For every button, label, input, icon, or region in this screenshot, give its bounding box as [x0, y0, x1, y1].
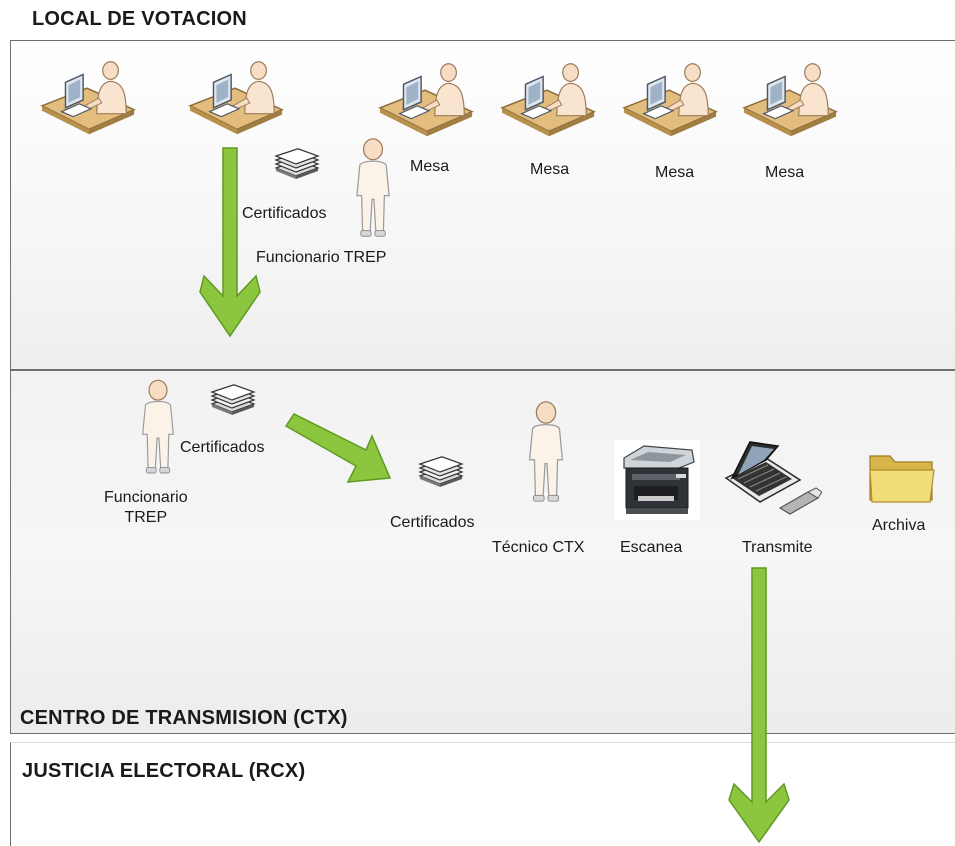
funcionario-trep-label: Funcionario TREP [256, 249, 387, 266]
certificados-label: Certificados [242, 205, 327, 222]
green-arrow-icon [198, 146, 262, 342]
mesa-label: Mesa [410, 158, 450, 175]
tecnico-ctx-label: Técnico CTX [492, 539, 585, 556]
person-at-desk-icon [500, 60, 598, 140]
escanea-label: Escanea [620, 539, 683, 556]
rcx-section-title: JUSTICIA ELECTORAL (RCX) [22, 760, 306, 782]
ctx-section-title: CENTRO DE TRANSMISION (CTX) [20, 707, 348, 729]
archiva-label: Archiva [872, 517, 926, 534]
transmite-label: Transmite [742, 539, 813, 556]
mesa-label: Mesa [530, 161, 570, 178]
document-stack-icon [416, 456, 466, 490]
document-stack-icon [272, 148, 322, 182]
person-at-desk-icon [40, 58, 138, 138]
certificados-label: Certificados [180, 439, 265, 456]
funcionario-label-line1: Funcionario [104, 489, 188, 506]
person-at-desk-icon [188, 58, 286, 138]
funcionario-trep-label: Funcionario TREP [104, 488, 188, 528]
folder-icon [868, 448, 936, 504]
justicia-electoral-panel [10, 742, 955, 846]
green-arrow-icon [284, 408, 396, 488]
funcionario-label-line2: TREP [124, 509, 168, 526]
standing-person-icon [140, 378, 176, 478]
local-section-title: LOCAL DE VOTACION [32, 8, 247, 30]
laptop-icon [722, 438, 802, 504]
standing-person-icon [526, 400, 566, 506]
mesa-label: Mesa [655, 164, 695, 181]
standing-person-icon [354, 137, 392, 241]
mesa-label: Mesa [765, 164, 805, 181]
document-stack-icon [208, 384, 258, 418]
usb-stick-icon [778, 486, 822, 516]
person-at-desk-icon [622, 60, 720, 140]
green-arrow-icon [726, 566, 792, 846]
certificados-label: Certificados [390, 514, 475, 531]
person-at-desk-icon [378, 60, 476, 140]
person-at-desk-icon [742, 60, 840, 140]
printer-scanner-icon [614, 440, 700, 520]
